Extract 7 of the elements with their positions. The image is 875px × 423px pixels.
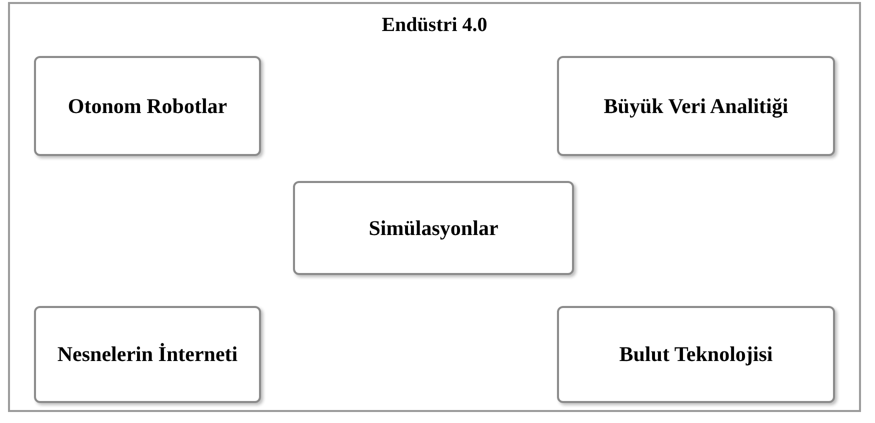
group-frame [8, 2, 861, 412]
concept-box: Simülasyonlar [293, 181, 574, 275]
concept-box: Büyük Veri Analitiği [557, 56, 835, 156]
group-title: Endüstri 4.0 [382, 14, 488, 37]
concept-box: Otonom Robotlar [34, 56, 261, 156]
concept-box: Bulut Teknolojisi [557, 306, 835, 403]
concept-box: Nesnelerin İnterneti [34, 306, 261, 403]
